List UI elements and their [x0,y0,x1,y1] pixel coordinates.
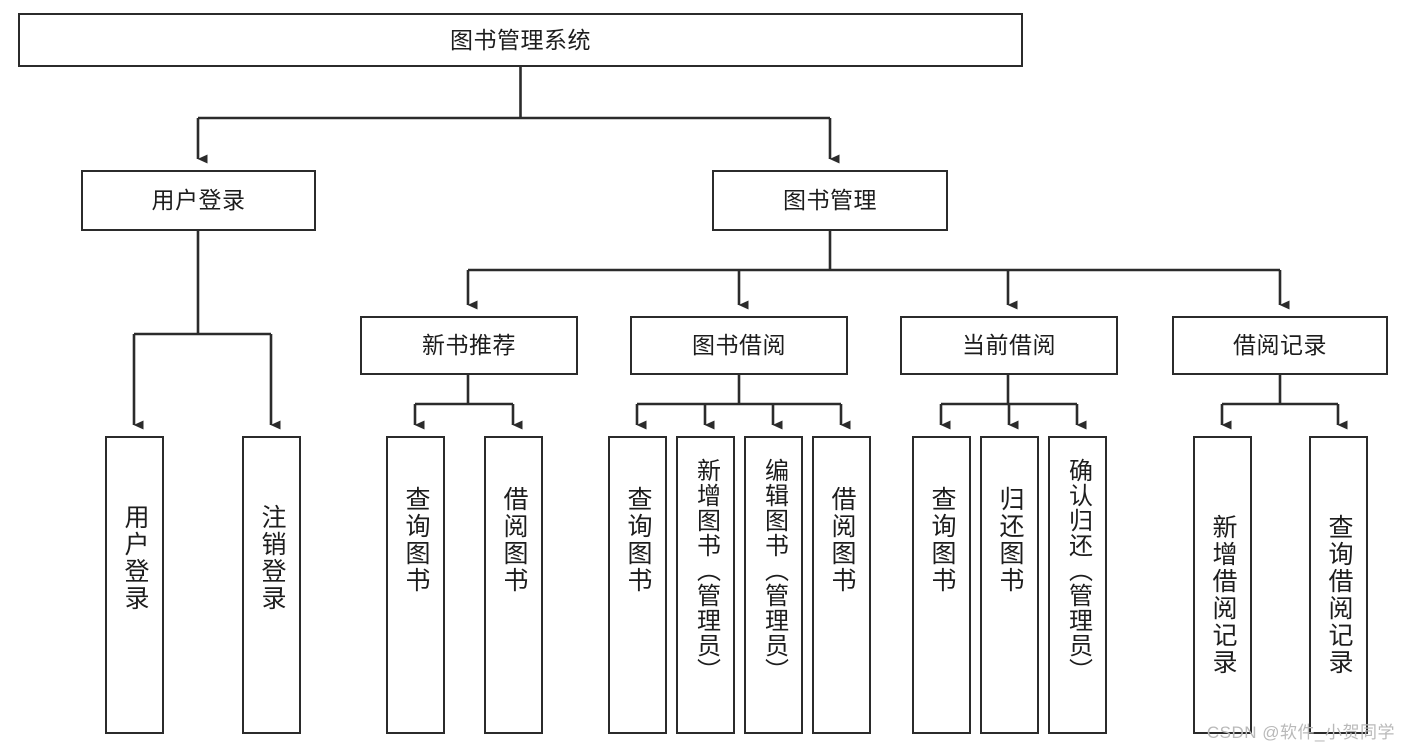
node-label: 归还图书 [996,486,1024,594]
node-label: 用户登录 [151,187,246,214]
node-label: 图书管理系统 [450,26,591,53]
node-label: 借阅图书 [828,486,856,594]
node-label: 确认归还（管理员） [1064,458,1092,683]
node-leaf-confirm-return-admin[interactable]: 确认归还（管理员） [1048,436,1107,734]
node-leaf-query-book-borrow[interactable]: 查询图书 [608,436,667,734]
node-current-borrow[interactable]: 当前借阅 [900,316,1118,375]
node-label: 新增图书（管理员） [692,458,720,683]
node-leaf-query-borrow-record[interactable]: 查询借阅记录 [1309,436,1368,734]
node-leaf-edit-book-admin[interactable]: 编辑图书（管理员） [744,436,803,734]
node-label: 编辑图书（管理员） [760,458,788,683]
node-root-book-management-system[interactable]: 图书管理系统 [18,13,1023,67]
node-label: 用户登录 [121,504,149,612]
node-leaf-query-book-current[interactable]: 查询图书 [912,436,971,734]
node-label: 借阅图书 [500,486,528,594]
node-label: 查询借阅记录 [1325,514,1353,676]
node-leaf-add-borrow-record[interactable]: 新增借阅记录 [1193,436,1252,734]
node-label: 图书管理 [783,187,877,214]
node-label: 新书推荐 [422,332,516,359]
node-book-management[interactable]: 图书管理 [712,170,948,231]
node-leaf-query-book-recommend[interactable]: 查询图书 [386,436,445,734]
node-label: 借阅记录 [1233,332,1327,359]
node-book-borrow[interactable]: 图书借阅 [630,316,848,375]
node-label: 查询图书 [402,486,430,594]
node-label: 新增借阅记录 [1209,514,1237,676]
node-leaf-return-book[interactable]: 归还图书 [980,436,1039,734]
node-leaf-borrow-book-recommend[interactable]: 借阅图书 [484,436,543,734]
node-new-book-recommend[interactable]: 新书推荐 [360,316,578,375]
node-user-login[interactable]: 用户登录 [81,170,316,231]
node-borrow-record[interactable]: 借阅记录 [1172,316,1388,375]
node-label: 注销登录 [258,504,286,612]
node-leaf-add-book-admin[interactable]: 新增图书（管理员） [676,436,735,734]
node-leaf-borrow-book[interactable]: 借阅图书 [812,436,871,734]
node-label: 图书借阅 [692,332,786,359]
node-label: 查询图书 [928,486,956,594]
node-label: 查询图书 [624,486,652,594]
node-label: 当前借阅 [962,332,1056,359]
node-leaf-logout[interactable]: 注销登录 [242,436,301,734]
node-leaf-user-login[interactable]: 用户登录 [105,436,164,734]
